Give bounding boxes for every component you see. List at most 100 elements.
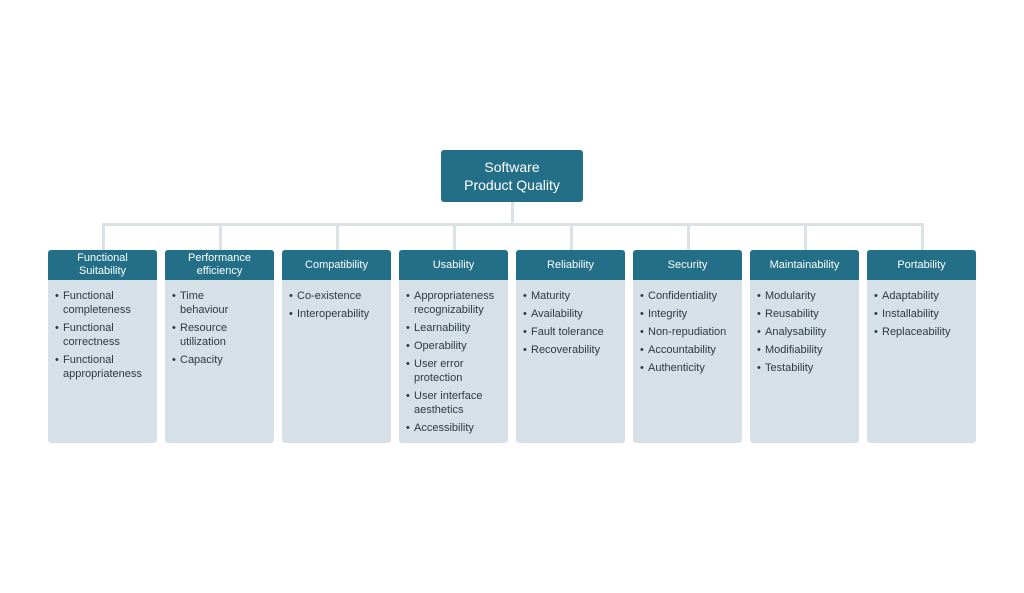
category-item-line: Testability <box>765 362 814 374</box>
category-item-list: TimebehaviourResource utilizationCapacity <box>165 280 274 367</box>
branch-connector-1 <box>218 223 222 250</box>
category-item: Accountability <box>640 343 738 357</box>
category-item: Installability <box>874 307 972 321</box>
category-item: Modifiability <box>757 343 855 357</box>
category-node: UsabilityAppropriateness recognizabilityL… <box>399 250 508 443</box>
category-title: Compatibility <box>282 250 391 280</box>
category-item-line: Integrity <box>648 308 688 320</box>
category-item-line: Non-repudiation <box>648 326 727 338</box>
root-node: Software Product Quality <box>441 150 583 202</box>
category-item-list: MaturityAvailabilityFault toleranceRecov… <box>516 280 625 357</box>
category-title-line: Portability <box>897 258 946 271</box>
branch-connector-6 <box>803 223 807 250</box>
category-item-line: Availability <box>531 308 583 320</box>
category-item-line: Appropriateness <box>414 290 495 302</box>
category-title-line: Suitability <box>78 265 127 277</box>
category-title: Reliability <box>516 250 625 280</box>
category-item-list: ConfidentialityIntegrityNon-repudiationA… <box>633 280 742 375</box>
category-item-line: Installability <box>882 308 939 320</box>
branch-connector-2 <box>335 223 339 250</box>
category-item: Maturity <box>523 289 621 303</box>
category-item: Analysability <box>757 325 855 339</box>
category-item-line: Recoverability <box>531 344 601 356</box>
category-item-line: Modularity <box>765 290 816 302</box>
category-item-line: aesthetics <box>414 404 464 416</box>
category-item-line: recognizability <box>414 304 484 316</box>
category-item-list: FunctionalcompletenessFunctionalcorrectn… <box>48 280 157 381</box>
category-item: Appropriateness recognizability <box>406 289 504 317</box>
category-node: FunctionalSuitabilityFunctionalcompleten… <box>48 250 157 443</box>
category-item-line: Functional <box>63 290 114 302</box>
category-item-line: utilization <box>180 336 226 348</box>
category-item-line: Confidentiality <box>648 290 718 302</box>
category-item-list: AdaptabilityInstallabilityReplaceability <box>867 280 976 339</box>
category-title-line: efficiency <box>196 265 243 277</box>
category-item: Replaceability <box>874 325 972 339</box>
category-item: Recoverability <box>523 343 621 357</box>
category-title: Portability <box>867 250 976 280</box>
category-item: Operability <box>406 339 504 353</box>
category-node: PortabilityAdaptabilityInstallabilityRep… <box>867 250 976 443</box>
category-title: Usability <box>399 250 508 280</box>
category-title-line: Security <box>667 258 708 271</box>
category-item-line: User error <box>414 358 464 370</box>
category-item-line: behaviour <box>180 304 229 316</box>
category-item: Interoperability <box>289 307 387 321</box>
category-item-line: Functional <box>63 322 114 334</box>
category-item-line: Modifiability <box>765 344 823 356</box>
branch-connector-7 <box>920 223 924 250</box>
category-item: Accessibility <box>406 421 504 435</box>
category-item-line: Accessibility <box>414 422 474 434</box>
category-item-list: ModularityReusabilityAnalysabilityModifi… <box>750 280 859 375</box>
category-item-list: Appropriateness recognizabilityLearnabili… <box>399 280 508 435</box>
category-node: CompatibilityCo-existenceInteroperabilit… <box>282 250 391 443</box>
category-item-line: Learnability <box>414 322 471 334</box>
category-item: Testability <box>757 361 855 375</box>
category-title: Maintainability <box>750 250 859 280</box>
category-node: ReliabilityMaturityAvailabilityFault tol… <box>516 250 625 443</box>
category-node: MaintainabilityModularityReusabilityAnal… <box>750 250 859 443</box>
category-item-line: Capacity <box>180 354 223 366</box>
category-item: Integrity <box>640 307 738 321</box>
category-item-line: Accountability <box>648 344 716 356</box>
category-item-line: Operability <box>414 340 467 352</box>
category-item: User interface aesthetics <box>406 389 504 417</box>
branch-connector-3 <box>452 223 456 250</box>
category-item-line: Interoperability <box>297 308 370 320</box>
category-item: Co-existence <box>289 289 387 303</box>
category-item-line: correctness <box>63 336 120 348</box>
category-item-line: appropriateness <box>63 368 142 380</box>
category-item: Capacity <box>172 353 270 367</box>
horizontal-bus-connector <box>101 223 924 226</box>
category-item: Resource utilization <box>172 321 270 349</box>
category-title-line: Usability <box>432 258 475 271</box>
category-node: PerformanceefficiencyTimebehaviourResour… <box>165 250 274 443</box>
category-item-line: Co-existence <box>297 290 362 302</box>
category-item: Functional correctness <box>55 321 153 349</box>
category-item-line: completeness <box>63 304 131 316</box>
category-item-line: Resource <box>180 322 228 334</box>
category-title-line: Functional <box>77 252 128 264</box>
category-item: Non-repudiation <box>640 325 738 339</box>
category-item: Availability <box>523 307 621 321</box>
category-item: Functional completeness <box>55 289 153 317</box>
category-item-line: User interface <box>414 390 483 402</box>
category-title-line: Maintainability <box>769 258 840 271</box>
branch-connector-5 <box>686 223 690 250</box>
root-connector <box>511 202 514 223</box>
root-line-2: Product Quality <box>464 177 560 193</box>
category-item-list: Co-existenceInteroperability <box>282 280 391 321</box>
category-item-line: Replaceability <box>882 326 951 338</box>
category-item-line: Analysability <box>765 326 827 338</box>
category-item-line: Fault tolerance <box>531 326 604 338</box>
category-title-line: Compatibility <box>305 258 368 271</box>
branch-connector-0 <box>101 223 105 250</box>
category-title: Security <box>633 250 742 280</box>
category-item: Fault tolerance <box>523 325 621 339</box>
